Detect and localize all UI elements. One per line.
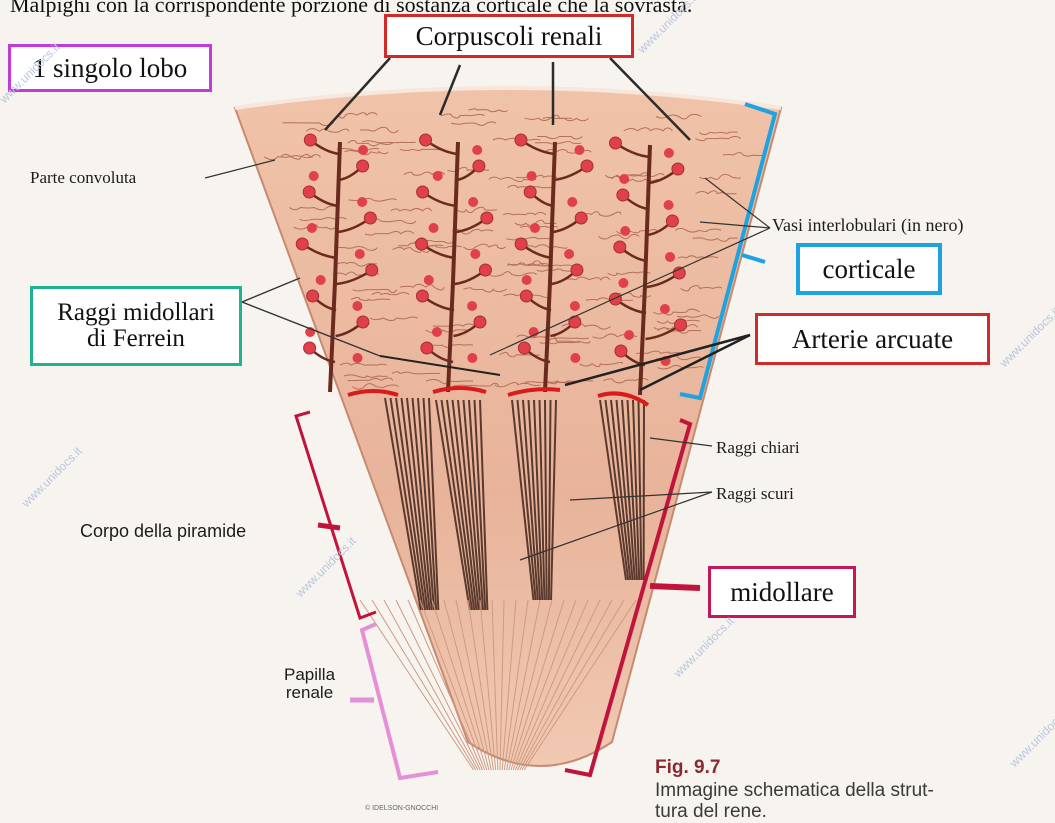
renal-corpuscle xyxy=(353,353,363,363)
renal-corpuscle xyxy=(307,223,317,233)
renal-corpuscle xyxy=(665,252,675,262)
renal-corpuscle xyxy=(624,330,634,340)
renal-corpuscle xyxy=(433,171,443,181)
renal-corpuscle xyxy=(307,290,319,302)
pointer-line xyxy=(242,278,300,302)
renal-corpuscle xyxy=(357,316,369,328)
renal-corpuscle xyxy=(530,223,540,233)
renal-corpuscle xyxy=(470,249,480,259)
renal-corpuscle xyxy=(520,290,532,302)
renal-corpuscle xyxy=(672,163,684,175)
renal-corpuscle xyxy=(358,145,368,155)
renal-corpuscle xyxy=(474,316,486,328)
renal-corpuscle xyxy=(432,327,442,337)
label-raggi-chiari: Raggi chiari xyxy=(716,438,800,458)
renal-corpuscle xyxy=(417,186,429,198)
renal-corpuscle xyxy=(352,301,362,311)
renal-corpuscle xyxy=(575,212,587,224)
renal-corpuscle xyxy=(618,278,628,288)
cortex-bracket-tick xyxy=(742,255,765,262)
renal-corpuscle xyxy=(364,212,376,224)
renal-corpuscle xyxy=(567,197,577,207)
renal-corpuscle xyxy=(570,353,580,363)
label-parte-convoluta: Parte convoluta xyxy=(30,168,136,188)
renal-corpuscle xyxy=(316,275,326,285)
medulla-bracket-tick xyxy=(650,586,700,588)
renal-corpuscle xyxy=(527,171,537,181)
label-vasi-interlobulari: Vasi interlobulari (in nero) xyxy=(772,215,963,236)
renal-corpuscle xyxy=(472,145,482,155)
image-credit: © IDELSON-GNOCCHI xyxy=(365,805,438,812)
renal-corpuscle xyxy=(421,342,433,354)
renal-corpuscle xyxy=(581,160,593,172)
renal-corpuscle xyxy=(609,137,621,149)
renal-corpuscle xyxy=(564,249,574,259)
renal-corpuscle xyxy=(479,264,491,276)
renal-corpuscle xyxy=(357,197,367,207)
renal-corpuscle xyxy=(666,215,678,227)
renal-corpuscle xyxy=(615,345,627,357)
pyramid-bracket-tick xyxy=(318,525,340,528)
renal-corpuscle xyxy=(366,264,378,276)
box-renal-corpuscles: Corpuscoli renali xyxy=(384,14,634,58)
renal-corpuscle xyxy=(609,293,621,305)
renal-corpuscle xyxy=(664,148,674,158)
renal-corpuscle xyxy=(467,353,477,363)
box-medullary-rays: Raggi midollari di Ferrein xyxy=(30,286,242,366)
renal-corpuscle xyxy=(473,160,485,172)
renal-corpuscle xyxy=(619,174,629,184)
renal-corpuscle xyxy=(429,223,439,233)
renal-corpuscle xyxy=(664,200,674,210)
renal-corpuscle xyxy=(467,301,477,311)
renal-corpuscle xyxy=(574,145,584,155)
renal-corpuscle xyxy=(357,160,369,172)
box-arcuate-arteries: Arterie arcuate xyxy=(755,313,990,365)
renal-corpuscle xyxy=(304,134,316,146)
renal-corpuscle xyxy=(620,226,630,236)
figure-number: Fig. 9.7 xyxy=(655,757,720,779)
renal-corpuscle xyxy=(481,212,493,224)
renal-corpuscle xyxy=(570,301,580,311)
renal-corpuscle xyxy=(468,197,478,207)
label-papilla-renale: Papilla renale xyxy=(284,666,335,702)
renal-corpuscle xyxy=(304,342,316,354)
renal-corpuscle xyxy=(416,290,428,302)
renal-corpuscle xyxy=(355,249,365,259)
renal-corpuscle xyxy=(524,186,536,198)
label-raggi-scuri: Raggi scuri xyxy=(716,484,794,504)
renal-corpuscle xyxy=(571,264,583,276)
figure-caption: Immagine schematica della strut- tura de… xyxy=(655,780,1055,822)
box-cortex: corticale xyxy=(796,243,942,295)
renal-corpuscle xyxy=(522,275,532,285)
renal-corpuscle xyxy=(518,342,530,354)
renal-corpuscle xyxy=(309,171,319,181)
renal-corpuscle xyxy=(675,319,687,331)
renal-corpuscle xyxy=(420,134,432,146)
renal-corpuscle xyxy=(296,238,308,250)
renal-corpuscle xyxy=(303,186,315,198)
renal-corpuscle xyxy=(617,189,629,201)
renal-corpuscle xyxy=(660,304,670,314)
renal-corpuscle xyxy=(515,238,527,250)
box-medulla: midollare xyxy=(708,566,856,618)
renal-corpuscle xyxy=(424,275,434,285)
label-corpo-piramide: Corpo della piramide xyxy=(80,521,246,542)
renal-corpuscle xyxy=(515,134,527,146)
renal-corpuscle xyxy=(614,241,626,253)
renal-corpuscle xyxy=(416,238,428,250)
